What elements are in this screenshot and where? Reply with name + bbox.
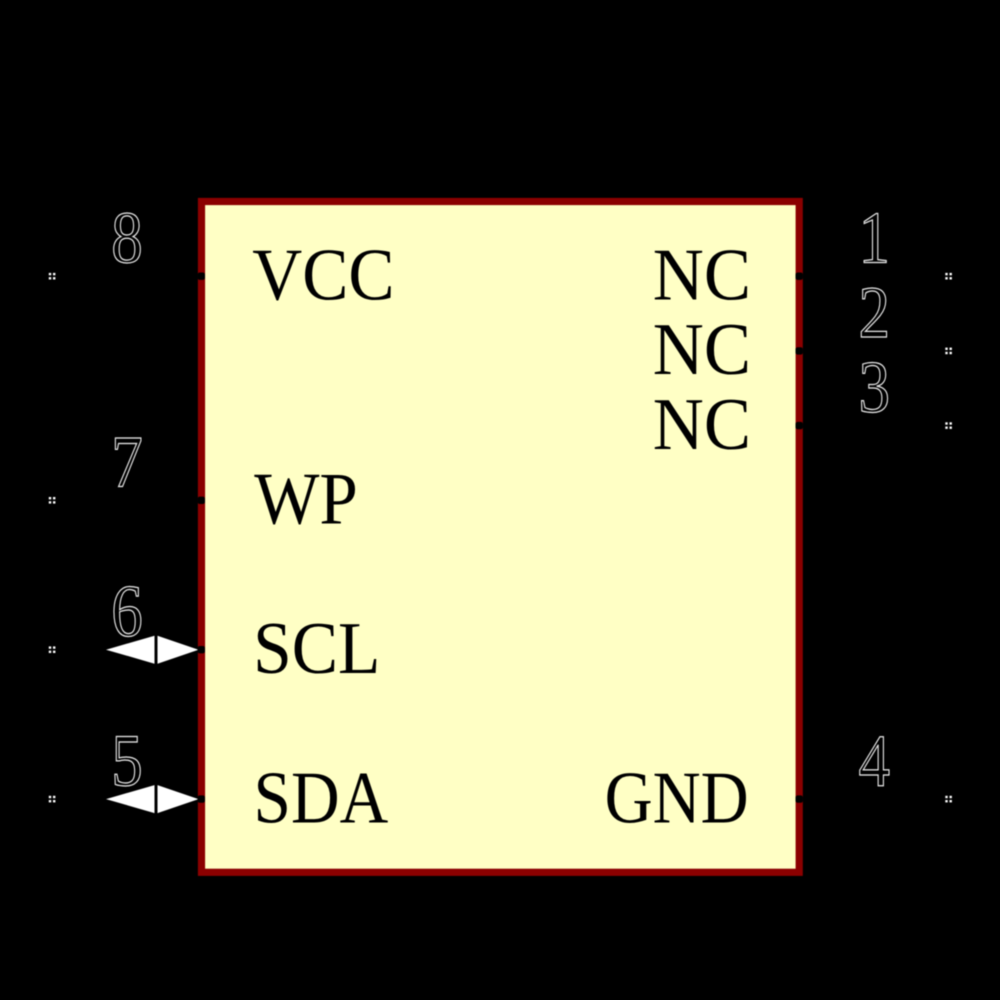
svg-text:SDA: SDA [254, 757, 389, 839]
svg-text:NC: NC [653, 309, 751, 391]
svg-text:GND: GND [605, 757, 749, 839]
svg-text:4: 4 [859, 720, 891, 802]
svg-text:1: 1 [859, 197, 891, 279]
svg-text:8: 8 [111, 197, 143, 279]
svg-text:WP: WP [254, 459, 358, 541]
svg-text:5: 5 [111, 720, 143, 802]
svg-text:7: 7 [111, 422, 143, 504]
svg-text:VCC: VCC [252, 235, 394, 317]
svg-text:3: 3 [859, 347, 891, 429]
svg-text:SCL: SCL [253, 608, 380, 690]
svg-text:2: 2 [859, 272, 891, 354]
svg-text:NC: NC [653, 384, 751, 466]
svg-text:6: 6 [111, 571, 143, 653]
svg-text:NC: NC [653, 235, 751, 317]
